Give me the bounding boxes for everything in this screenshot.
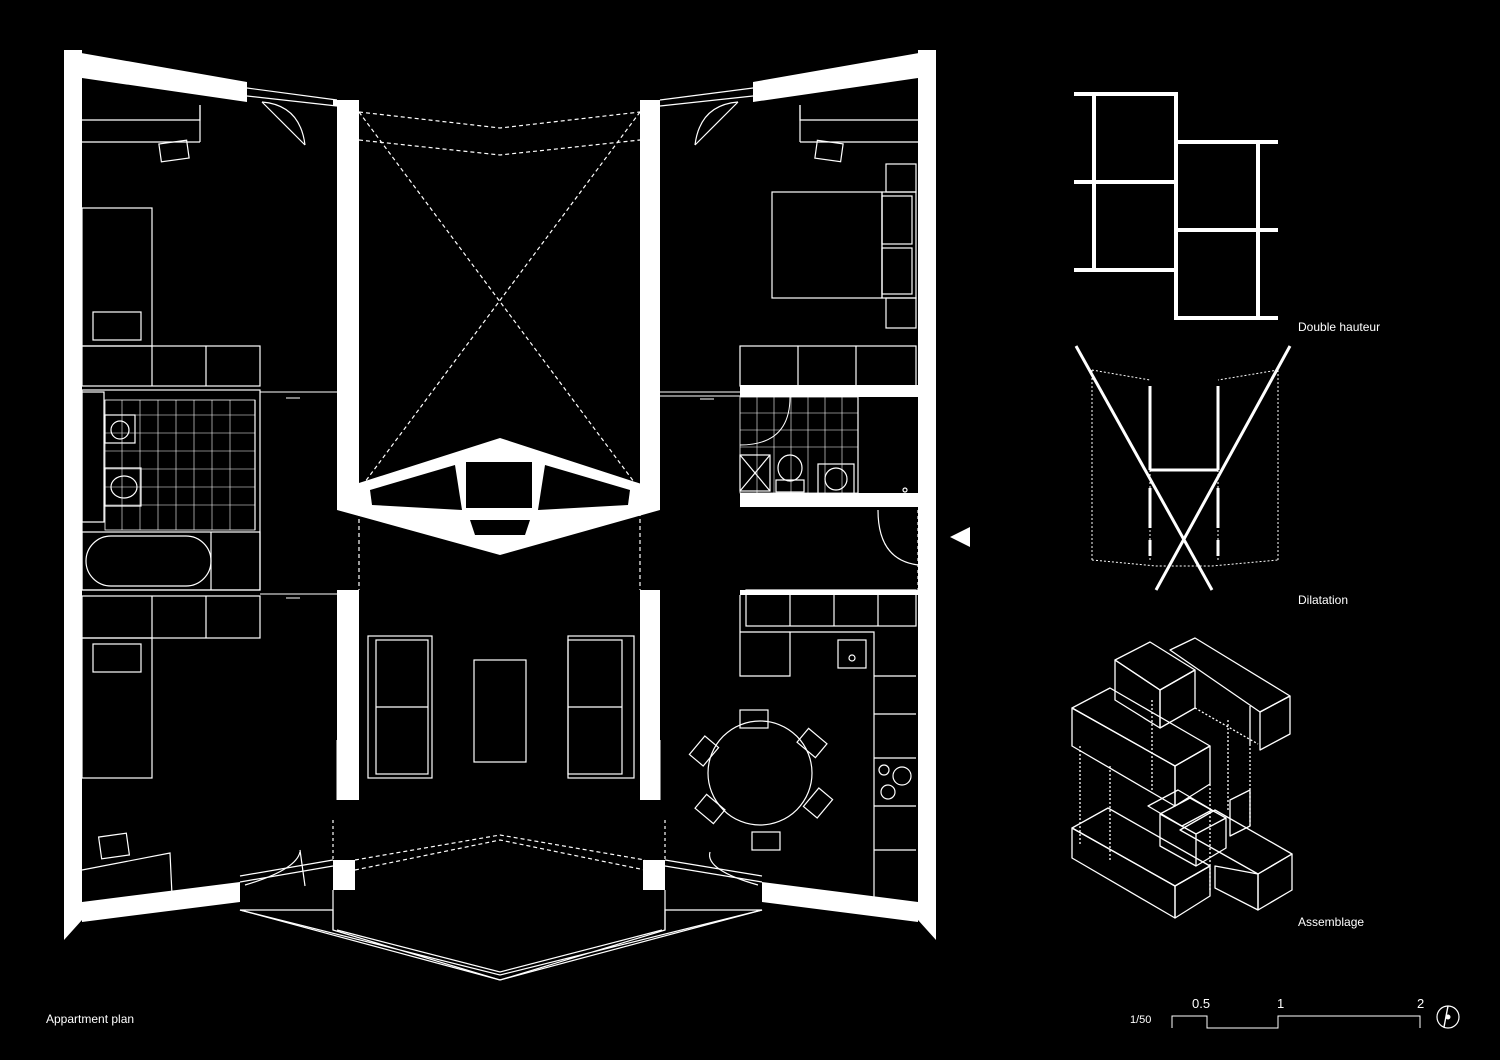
- kitchen: [739, 589, 917, 900]
- double-height-void: [354, 111, 646, 871]
- entrance-arrow-icon: [950, 527, 970, 547]
- caption-apartment-plan: Appartment plan: [46, 1012, 135, 1026]
- living-room-furniture: [367, 635, 635, 779]
- balcony: [239, 890, 763, 981]
- dilatation-diagram: [1074, 345, 1292, 591]
- left-top-bedroom-furniture: [81, 87, 338, 347]
- right-bottom-door: [664, 820, 763, 886]
- caption-double-hauteur: Double hauteur: [1298, 320, 1381, 334]
- scale-ratio: 1/50: [1130, 1014, 1152, 1026]
- north-arrow-icon: [1436, 1005, 1460, 1029]
- right-wardrobes: [739, 345, 917, 387]
- right-bathroom: [739, 396, 908, 495]
- right-top-bedroom-furniture: [659, 87, 918, 329]
- apartment-floor-plan: [64, 50, 936, 981]
- left-wardrobes: [81, 345, 261, 779]
- central-core-voids: [370, 462, 630, 535]
- walls-right-wing: [640, 50, 936, 940]
- scale-tick-1: 1: [1277, 996, 1285, 1011]
- double-height-diagram: [1074, 92, 1278, 320]
- left-bottom-bedroom-furniture: [81, 820, 334, 896]
- caption-dilatation: Dilatation: [1298, 593, 1349, 607]
- caption-assemblage: Assemblage: [1298, 915, 1365, 929]
- left-bathroom: [81, 389, 261, 591]
- sliding-partitions: [260, 391, 740, 800]
- scale-tick-2: 2: [1417, 996, 1425, 1011]
- walls-left-wing: [64, 50, 359, 940]
- dining-set: [688, 709, 834, 851]
- assemblage-axonometry: [1071, 637, 1293, 919]
- entrance-door: [877, 507, 935, 590]
- scale-tick-0-5: 0.5: [1192, 996, 1211, 1011]
- scale-bar: [1171, 1015, 1421, 1029]
